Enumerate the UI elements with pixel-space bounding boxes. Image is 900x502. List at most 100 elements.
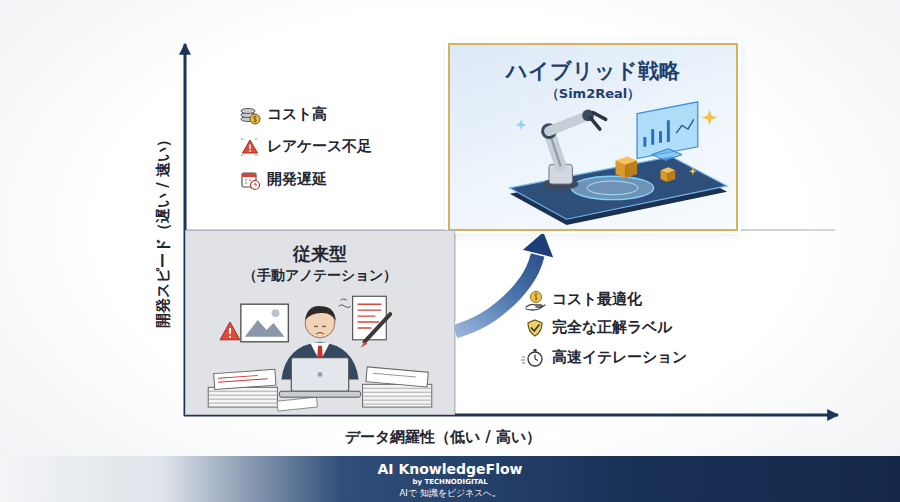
image-frame: [272, 309, 280, 317]
axes: [184, 44, 838, 416]
benefit-item: コスト最適化: [552, 291, 642, 308]
paper-stack: [363, 384, 432, 407]
sparkles: [516, 119, 527, 130]
laptop: [279, 391, 360, 397]
warning-icon: [241, 139, 259, 155]
paper-stack: [373, 373, 416, 377]
issue-item: レアケース不足: [267, 138, 372, 155]
shield-check-icon: [528, 320, 542, 336]
warning-icon: [249, 150, 251, 152]
footer-brand: AI KnowledgeFlow: [377, 461, 522, 478]
cubes: [661, 170, 668, 182]
calendar-icon: [251, 181, 260, 190]
robot-arm: [541, 110, 606, 190]
hologram-screen: [676, 119, 694, 133]
document-pen: [358, 304, 382, 328]
document-pen: [353, 296, 391, 347]
platform: [510, 157, 727, 220]
document-pen: [353, 296, 387, 340]
stopwatch-icon: [528, 352, 542, 366]
arrow-outline: [455, 250, 539, 331]
cost-hand-icon: [526, 304, 545, 310]
document-pen: [365, 314, 391, 342]
cubes: [616, 160, 626, 178]
paper-stack: [366, 367, 428, 387]
platform: [571, 176, 653, 199]
paper-stack: [214, 369, 276, 389]
sparkles: [702, 110, 718, 126]
cost-hand-icon: [534, 293, 537, 301]
calendar-icon: [255, 183, 257, 186]
footer-tagline: AIで 知識をビジネスへ。: [399, 488, 500, 498]
warning-mark: [220, 322, 240, 340]
image-frame: [245, 320, 285, 337]
node-title: 従来型: [293, 243, 347, 265]
person: [339, 299, 351, 308]
conventional-quadrant: 従来型 （手動アノテーション）: [185, 230, 455, 415]
sparkles: [516, 110, 718, 176]
coin-stack-icon: [250, 114, 260, 124]
stopwatch-icon: [534, 349, 537, 352]
node-subtitle: （手動アノテーション）: [243, 267, 397, 284]
shield-check-icon: [528, 320, 542, 336]
document-pen: [361, 342, 368, 348]
coin-stack-icon: [241, 109, 255, 114]
node-title: ハイブリッド戦略: [506, 59, 680, 84]
warning-mark: [229, 328, 231, 334]
laptop: [318, 372, 323, 377]
image-frame: [241, 304, 288, 342]
footer-band: [0, 456, 900, 502]
hologram-screen: [637, 102, 698, 161]
arrow-body: [455, 250, 539, 331]
cubes: [667, 170, 675, 182]
paper-stack: [208, 387, 277, 407]
stopwatch-icon: [535, 355, 538, 361]
transition-arrow: [455, 231, 554, 332]
benefit-item: 完全な正解ラベル: [552, 319, 672, 336]
paper-stack: [363, 388, 432, 404]
stopwatch-icon: [521, 349, 542, 366]
node-subtitle: （Sim2Real）: [546, 86, 640, 102]
hologram-screen: [652, 149, 682, 161]
footer-byline: by TECHNODIGITAL: [412, 478, 487, 486]
paper-stack: [277, 397, 317, 411]
strategy-panel: ハイブリッド戦略 （Sim2Real）: [448, 43, 738, 231]
issue-item: コスト高: [267, 106, 327, 123]
warning-mark: [220, 322, 240, 340]
paper-stack: [218, 375, 268, 382]
platform: [510, 157, 727, 226]
person: [314, 325, 326, 327]
cubes: [616, 157, 676, 182]
cubes: [625, 160, 637, 178]
cost-hand-icon: [531, 292, 542, 303]
issue-item: 開発遅延: [267, 171, 327, 188]
warning-mark: [229, 336, 231, 338]
robot-arm: [549, 115, 588, 131]
axis-title: データ網羅性（低い / 高い）: [345, 428, 541, 446]
sparkles: [689, 167, 697, 175]
footer-band: [0, 456, 900, 502]
warning-icon: [243, 140, 258, 153]
platform: [587, 181, 638, 195]
paper-stack: [208, 391, 277, 403]
image-frame: [241, 304, 288, 342]
warning-icon: [241, 139, 259, 155]
coin-stack-icon: [254, 116, 257, 123]
hologram-screen: [645, 120, 668, 146]
axis-title: 開発スピード（遅い / 速い）: [154, 132, 172, 328]
arrow-head: [521, 231, 554, 258]
benefit-item: 高速イテレーション: [552, 349, 687, 366]
shield-check-icon: [532, 325, 540, 331]
laptop: [279, 358, 360, 398]
person: [305, 306, 336, 321]
robot-arm: [590, 113, 606, 130]
person: [316, 332, 324, 333]
coin-stack-icon: [241, 109, 260, 125]
calendar-icon: [242, 173, 260, 190]
cost-hand-icon: [526, 292, 545, 311]
calendar-icon: [242, 173, 256, 177]
stopwatch-icon: [521, 357, 525, 363]
warning-icon: [249, 145, 251, 150]
laptop: [291, 358, 348, 392]
calendar-icon: [245, 180, 251, 183]
